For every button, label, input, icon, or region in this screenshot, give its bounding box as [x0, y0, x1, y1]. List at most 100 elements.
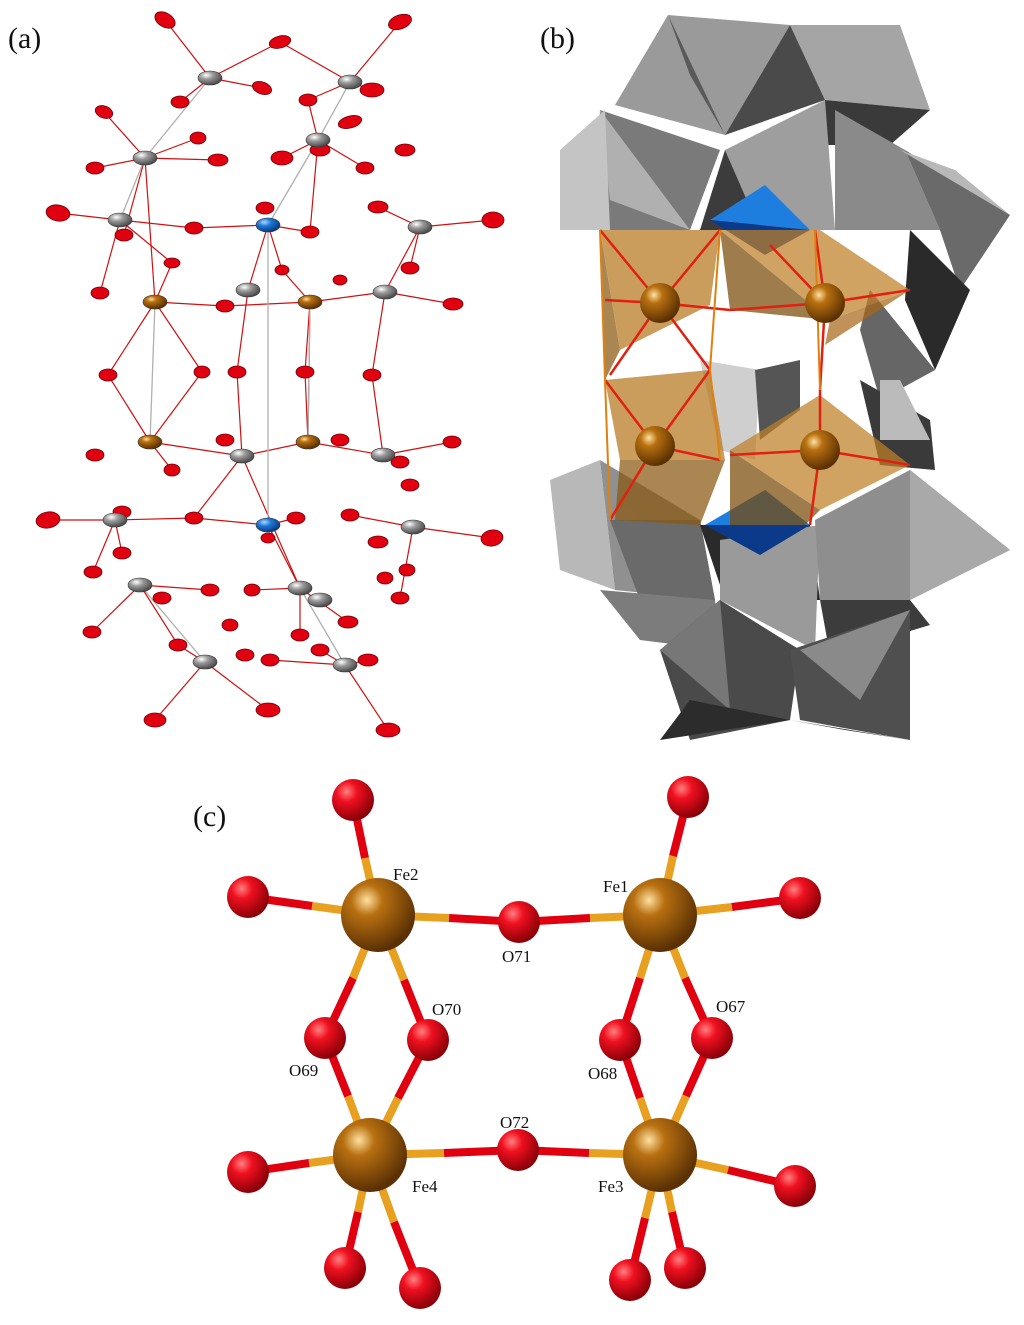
oxygen-ellipsoid: [260, 653, 280, 667]
heteroatom-ellipsoid: [255, 217, 281, 233]
oxygen-ellipsoid: [235, 648, 255, 662]
bond: [149, 441, 243, 457]
oxygen-ellipsoid: [400, 261, 420, 275]
bond: [91, 584, 141, 633]
tungsten-ellipsoid: [235, 282, 261, 298]
oxygen-ellipsoid: [243, 583, 261, 597]
oxygen-ellipsoid: [90, 286, 110, 300]
oxygen-ellipsoid: [251, 81, 273, 95]
bond: [139, 584, 179, 646]
tungsten-ellipsoid: [332, 657, 358, 673]
bond: [412, 526, 493, 539]
oxygen-ellipsoid: [295, 365, 315, 379]
metal-bond: [119, 157, 146, 221]
label-fe1: Fe1: [603, 877, 629, 896]
oxygen-ellipsoid: [388, 13, 412, 31]
tungsten-ellipsoid: [132, 150, 158, 166]
bond: [267, 224, 283, 271]
bond: [193, 517, 269, 526]
bond: [154, 661, 206, 721]
oxygen-ellipsoid: [163, 463, 181, 477]
oxygen-ellipsoid: [400, 478, 420, 492]
oxygen-ellipsoid: [310, 643, 330, 657]
oxygen-ellipsoid: [82, 625, 102, 639]
tungsten-ellipsoid: [127, 577, 153, 593]
bond: [204, 661, 269, 711]
bond: [269, 659, 346, 666]
iron-ellipsoid: [295, 434, 321, 450]
oxygen-ellipsoid: [112, 546, 132, 560]
atom-o70: [407, 1019, 449, 1061]
bond: [107, 374, 151, 443]
oxygen-ellipsoid: [170, 95, 190, 109]
panel-a-label: (a): [8, 22, 42, 55]
tungsten-ellipsoid: [107, 212, 133, 228]
oxygen-ellipsoid: [200, 583, 220, 597]
tungsten-ellipsoid: [400, 519, 426, 535]
oxygen-ellipsoid: [255, 702, 281, 718]
oxygen-ellipsoid: [300, 225, 320, 239]
metal-bond: [149, 301, 156, 443]
bond: [103, 111, 146, 159]
bond: [371, 291, 386, 376]
oxygen-ellipsoid: [337, 615, 359, 629]
tungsten-ellipsoid: [192, 654, 218, 670]
oxygen-ellipsoid: [154, 11, 176, 29]
oxygen-ellipsoid: [215, 299, 235, 313]
oxygen-ellipsoid: [163, 257, 181, 269]
oxygen-ellipsoid: [359, 82, 385, 98]
oxygen-ellipsoid: [255, 201, 275, 215]
oxygen-ellipsoid: [184, 221, 204, 235]
oxygen-ellipsoid: [114, 228, 134, 242]
atom-o69: [304, 1017, 346, 1059]
oxygen-ellipsoid: [215, 433, 235, 447]
label-o69: O69: [289, 1061, 318, 1080]
bond: [399, 526, 414, 599]
bond: [236, 371, 243, 457]
oxygen-ellipsoid: [207, 153, 229, 167]
bond: [209, 41, 281, 79]
panel-a-ellipsoid-structure: [35, 11, 505, 738]
atom-o71: [498, 901, 540, 943]
oxygen-ellipsoid: [94, 105, 114, 119]
bond: [247, 224, 269, 291]
oxygen-ellipsoid: [376, 571, 394, 585]
bond: [107, 301, 156, 376]
tungsten-ellipsoid: [102, 512, 128, 528]
bond: [309, 291, 386, 303]
oxygen-ellipsoid: [189, 131, 207, 145]
oxygen-ellipsoid: [260, 532, 276, 544]
bond: [164, 19, 211, 79]
bond: [304, 371, 309, 443]
oxygen-ellipsoid: [286, 511, 306, 525]
bond: [193, 455, 243, 519]
oxygen-ellipsoid: [442, 435, 462, 449]
metal-bond: [317, 81, 351, 141]
oxygen-ellipsoid: [168, 638, 188, 652]
metal-bond: [139, 584, 206, 663]
oxygen-ellipsoid: [45, 204, 71, 222]
oxygen-ellipsoid: [221, 618, 239, 632]
oxygen-ellipsoid: [390, 591, 410, 605]
oxygen-ellipsoid: [390, 455, 410, 469]
oxygen-ellipsoid: [375, 722, 401, 738]
tungsten-ellipsoid: [337, 74, 363, 90]
metal-bond: [144, 77, 211, 159]
iron-ellipsoid: [142, 294, 168, 310]
tungsten-ellipsoid: [287, 580, 313, 596]
oxygen-ellipsoid: [357, 653, 379, 667]
label-fe4: Fe4: [412, 1177, 438, 1196]
label-fe3: Fe3: [598, 1177, 624, 1196]
label-o68: O68: [588, 1064, 617, 1083]
tungsten-ellipsoid: [305, 132, 331, 148]
bond: [149, 371, 203, 443]
oxygen-ellipsoid: [98, 368, 118, 382]
metal-bond: [299, 587, 346, 666]
atom-fe1: [623, 878, 697, 952]
oxygen-ellipsoid: [270, 150, 294, 166]
oxygen-ellipsoid: [332, 274, 348, 286]
atom-o68: [599, 1019, 641, 1061]
label-o71: O71: [502, 947, 531, 966]
tungsten-ellipsoid: [372, 284, 398, 300]
